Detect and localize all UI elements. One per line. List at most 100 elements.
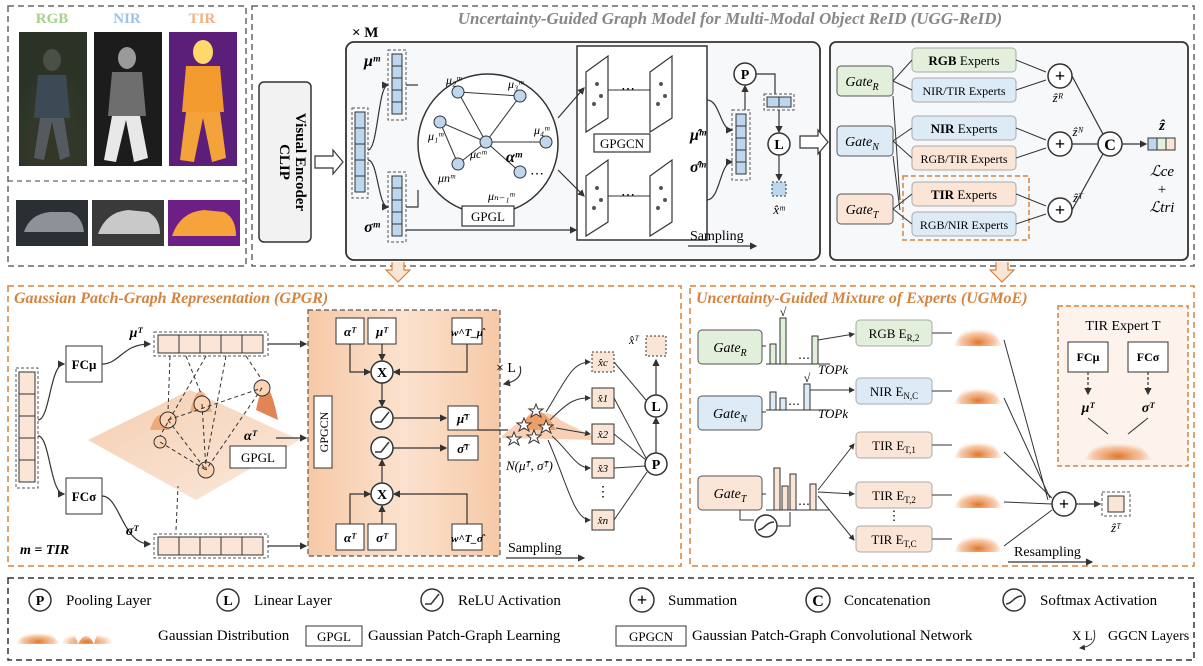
- gpgr-linear-label: L: [651, 400, 660, 415]
- legend-linear-label: Linear Layer: [254, 593, 332, 609]
- encoder-arrow: [314, 148, 344, 176]
- gpgr-gpgcn-label: GPGCN: [317, 411, 331, 452]
- expert-vdots: ⋮: [888, 508, 901, 523]
- legend-sum-label: Summation: [668, 593, 738, 609]
- node-mun: μnᵐ: [437, 171, 456, 185]
- gpgr-input-vector: [15, 367, 39, 489]
- expert-gaussians: [954, 321, 1002, 552]
- legend-concat-icon: [805, 587, 831, 613]
- rgb-experts-label: RGB Experts: [928, 53, 999, 68]
- gate-r-bars: [766, 317, 830, 365]
- rgb-nir-experts-label: RGB/NIR Experts: [920, 218, 1009, 232]
- mu-hat-t-box: [447, 405, 479, 431]
- gpgcn-top-mu: μᵀ: [375, 324, 389, 339]
- experts-summations: + + +: [1015, 59, 1073, 225]
- fc-mu-label: FCμ: [72, 357, 97, 372]
- rgb-person-image: [19, 32, 87, 166]
- gpgcn-upper-layers: ⋯: [585, 54, 673, 134]
- sigma-hat-t-label: σ̂ᵀ: [457, 441, 470, 456]
- x-hat-t-label: x̂ᵀ: [628, 333, 639, 347]
- loss-plus-label: +: [1158, 182, 1166, 198]
- sum-n-symbol: +: [1055, 134, 1065, 154]
- top-linear-label: L: [774, 138, 783, 153]
- tir-label: TIR: [189, 11, 216, 27]
- legend-concat-label: Concatenation: [844, 593, 931, 609]
- clip-label: CLIP: [276, 144, 292, 180]
- gpgcn-top-inputs: [335, 317, 483, 345]
- z-hat-label: ẑ: [1158, 118, 1166, 134]
- softmax-icon: [754, 514, 778, 538]
- relu-top: [370, 406, 394, 430]
- gate-to-bars: [762, 345, 766, 495]
- sigma-hat-m-label: σ̂ᵐ: [690, 159, 707, 176]
- gate-t-bar-dots: ⋯: [798, 497, 810, 511]
- relu-bottom: [370, 436, 394, 460]
- node-mu1: μ₁ᵐ: [427, 129, 444, 143]
- x-hat-m-label: x̂ᵐ: [772, 202, 785, 217]
- gpgcn-lower-dots: ⋯: [621, 188, 635, 203]
- tir-experts-highlight: [902, 175, 1030, 241]
- legend-gaussian-icon: [16, 628, 112, 644]
- sum-r-symbol: +: [1055, 66, 1065, 86]
- pool-to-vector: [756, 73, 776, 94]
- legend-softmax-icon: [1002, 588, 1026, 612]
- gate-n-check: √: [804, 371, 811, 385]
- gpgcn-bottom-inputs: [335, 523, 483, 551]
- gpgcn-to-output-upper: [706, 99, 734, 134]
- z-hat-t-label: ẑᵀ: [1110, 520, 1122, 535]
- graph-edges: [439, 91, 546, 173]
- legend-relu-icon: [420, 588, 444, 612]
- m-equals-tir: m = TIR: [20, 543, 69, 558]
- tir-fc-sigma-label: FCσ: [1137, 350, 1160, 364]
- arrow-to-mu: [367, 81, 390, 151]
- mult-bottom-label: X: [377, 488, 387, 503]
- gaussians-to-sum: [1003, 339, 1053, 547]
- experts-to-gaussians: [932, 332, 952, 540]
- ugg-reid-panel: [251, 5, 1195, 267]
- z-n-label: ẑᴺ: [1071, 124, 1084, 139]
- gpgr-alpha-t-label: αᵀ: [244, 429, 258, 444]
- node-mun-1: μₙ₋₁ᵐ: [487, 189, 515, 203]
- node-muc: μcᵐ: [469, 147, 487, 161]
- visual-encoder-label: Visual Encoder: [292, 113, 308, 212]
- legend-linear-symbol: L: [223, 594, 232, 609]
- gpgl-label: GPGL: [471, 209, 505, 224]
- ugmoe-gate-n: [697, 395, 763, 431]
- top-sampling-label: Sampling: [690, 229, 744, 244]
- gpgr-sampling-label: Sampling: [508, 541, 562, 556]
- ugmoe-gate-r: [697, 329, 763, 365]
- sample-vdots: ⋮: [596, 485, 610, 500]
- sample-x1: x̂1: [597, 393, 608, 405]
- gaussian-patch-plane: [88, 355, 300, 531]
- concat-label: C: [1104, 137, 1116, 154]
- sum-to-concat-lines: [1071, 75, 1105, 211]
- ugmoe-gate-t: [697, 475, 763, 511]
- tir-expert-t-title: TIR Expert T: [1085, 319, 1161, 334]
- gpgcn-label-box: [593, 133, 651, 153]
- topk-n: TOPk: [818, 406, 848, 421]
- loss-tri-label: ℒtri: [1150, 200, 1175, 216]
- ugg-reid-title: Uncertainty-Guided Graph Model for Multi…: [458, 9, 1002, 28]
- gpgr-mu-t-label: μᵀ: [129, 326, 144, 341]
- expert-tir-t1: TIR ET,1: [872, 438, 916, 455]
- input-feature-vector: [351, 107, 369, 199]
- topk-r: TOPk: [818, 362, 848, 377]
- gate-r-label: GateR: [845, 75, 878, 93]
- x-hat-t-box: [645, 335, 667, 357]
- gate-n-label: GateN: [845, 135, 880, 153]
- gate-to-experts-lines: [892, 59, 913, 225]
- fcsigma-to-sigma: [101, 495, 152, 548]
- gate-t-label: GateT: [846, 203, 880, 221]
- rgb-label: RGB: [36, 11, 69, 27]
- legend-softmax-label: Softmax Activation: [1040, 593, 1158, 609]
- ugmoe-sum-symbol: +: [1059, 494, 1069, 514]
- gate-r-bar-dots: ⋯: [798, 351, 810, 365]
- legend-layers-arrow: [1079, 629, 1096, 651]
- legend-gpgcn-box: [615, 625, 687, 647]
- gpgr-title: Gaussian Patch-Graph Representation (GPG…: [14, 290, 328, 307]
- arrow-to-sigma: [367, 159, 390, 211]
- nir-person-image: [94, 32, 162, 166]
- legend-gpgcn-label: Gaussian Patch-Graph Convolutional Netwo…: [692, 628, 973, 644]
- to-experts-arrow: [799, 128, 829, 156]
- legend-sum-symbol: +: [637, 590, 647, 610]
